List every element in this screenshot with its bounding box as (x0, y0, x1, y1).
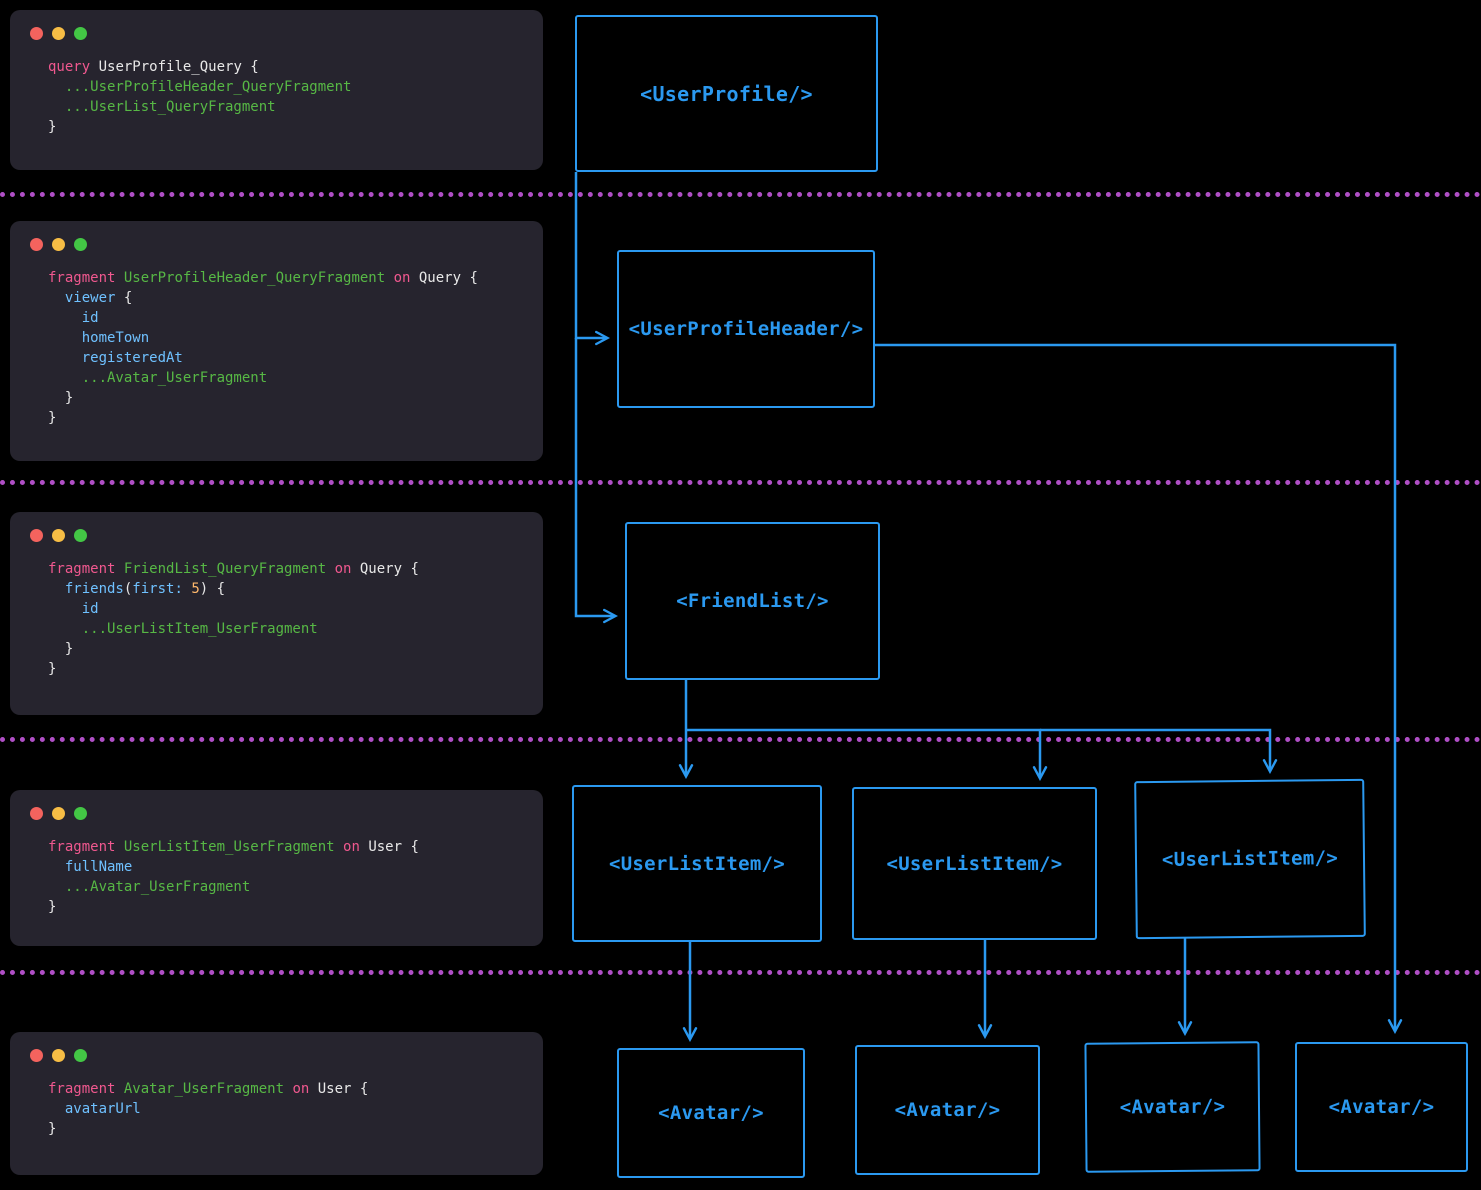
code-panel-friend-list-fragment: fragment FriendList_QueryFragment on Que… (10, 512, 543, 715)
component-label-user-list-item: <UserListItem/> (886, 852, 1063, 875)
component-label-user-profile: <UserProfile/> (640, 81, 813, 106)
separator-line-2 (0, 480, 1481, 485)
window-controls (30, 1049, 523, 1062)
code-block: fragment Avatar_UserFragment on User { a… (48, 1081, 369, 1137)
component-label-user-list-item: <UserListItem/> (1161, 847, 1339, 871)
window-controls (30, 807, 523, 820)
component-box-user-list-item-3: <UserListItem/> (1134, 778, 1366, 940)
maximize-icon (74, 807, 87, 820)
maximize-icon (74, 27, 87, 40)
arrow-friendlist-to-userlistitem2 (686, 728, 1040, 777)
separator-line-4 (0, 970, 1481, 975)
component-box-friend-list: <FriendList/> (625, 522, 880, 680)
window-controls (30, 27, 523, 40)
close-icon (30, 529, 43, 542)
component-box-avatar-2: <Avatar/> (855, 1045, 1040, 1175)
component-box-avatar-1: <Avatar/> (617, 1048, 805, 1178)
arrow-friendlist-to-userlistitem3 (1040, 728, 1270, 770)
component-label-avatar: <Avatar/> (658, 1102, 764, 1124)
component-label-avatar: <Avatar/> (894, 1099, 1001, 1121)
window-controls (30, 238, 523, 251)
separator-line-3 (0, 737, 1481, 742)
arrow-header-to-avatar4 (875, 343, 1395, 1030)
component-box-user-profile-header: <UserProfileHeader/> (617, 250, 875, 408)
minimize-icon (52, 1049, 65, 1062)
component-label-avatar: <Avatar/> (1119, 1095, 1226, 1119)
arrow-userprofile-to-header (574, 172, 606, 338)
component-box-user-list-item-1: <UserListItem/> (572, 785, 822, 942)
separator-line-1 (0, 192, 1481, 197)
code-panel-user-list-item-fragment: fragment UserListItem_UserFragment on Us… (10, 790, 543, 946)
close-icon (30, 1049, 43, 1062)
minimize-icon (52, 27, 65, 40)
close-icon (30, 27, 43, 40)
code-block: fragment UserListItem_UserFragment on Us… (48, 839, 419, 915)
component-label-friend-list: <FriendList/> (676, 590, 829, 612)
code-panel-user-profile-query: query UserProfile_Query { ...UserProfile… (10, 10, 543, 170)
code-block: fragment FriendList_QueryFragment on Que… (48, 561, 419, 677)
arrow-userprofile-to-friendlist (574, 338, 614, 616)
minimize-icon (52, 238, 65, 251)
code-block: query UserProfile_Query { ...UserProfile… (48, 59, 352, 135)
component-label-avatar: <Avatar/> (1328, 1096, 1435, 1118)
code-panel-avatar-fragment: fragment Avatar_UserFragment on User { a… (10, 1032, 543, 1175)
maximize-icon (74, 529, 87, 542)
window-controls (30, 529, 523, 542)
component-box-user-profile: <UserProfile/> (575, 15, 878, 172)
maximize-icon (74, 1049, 87, 1062)
minimize-icon (52, 807, 65, 820)
close-icon (30, 238, 43, 251)
component-label-user-profile-header: <UserProfileHeader/> (628, 318, 864, 340)
component-box-avatar-4: <Avatar/> (1295, 1042, 1468, 1172)
component-box-avatar-3: <Avatar/> (1084, 1041, 1261, 1173)
component-label-user-list-item: <UserListItem/> (608, 852, 786, 875)
maximize-icon (74, 238, 87, 251)
code-panel-user-profile-header-fragment: fragment UserProfileHeader_QueryFragment… (10, 221, 543, 461)
minimize-icon (52, 529, 65, 542)
close-icon (30, 807, 43, 820)
component-box-user-list-item-2: <UserListItem/> (852, 787, 1097, 940)
code-block: fragment UserProfileHeader_QueryFragment… (48, 270, 478, 426)
